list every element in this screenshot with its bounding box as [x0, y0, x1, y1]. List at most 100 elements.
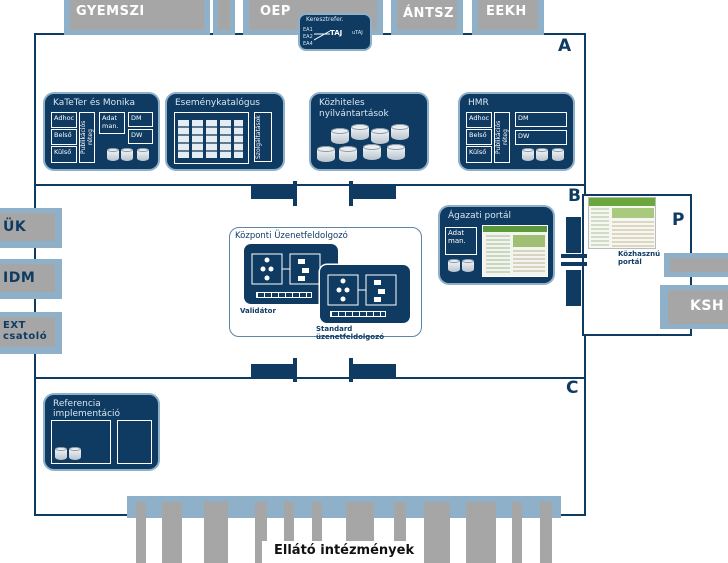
system-eekh-label: EEKH	[486, 4, 527, 19]
oep-arrow-icon	[314, 30, 331, 41]
flow-diagram-icon	[327, 274, 397, 306]
module-kozhiteles-title: Közhiteles nyilvántartások	[319, 98, 389, 119]
catalog-column-icon	[220, 120, 231, 158]
database-icon	[55, 447, 67, 460]
ellato-label-bg	[262, 541, 422, 563]
module-agazati: Ágazati portál Adat man.	[440, 207, 553, 283]
oep-row-ea2: EA2	[303, 34, 313, 40]
module-kozponti: Központi Üzenetfeldolgozó Validátor Stan…	[229, 227, 422, 341]
connector-bp-mid2	[561, 262, 587, 266]
hmr-publikacios: Publikációs réteg	[494, 112, 510, 163]
hmr-dm: DM	[515, 112, 567, 127]
connector-ab-right-post	[349, 181, 353, 206]
database-icon	[331, 128, 349, 144]
oep-panel-center: TAJ	[330, 29, 343, 37]
database-icon	[448, 259, 460, 272]
hmr-adhoc: Adhoc	[466, 112, 492, 128]
ellato-tab	[424, 502, 450, 563]
ellato-tab	[512, 502, 522, 563]
module-esemenykatalogus: Eseménykatalógus Szolgáltatások	[167, 94, 283, 169]
connector-ab-right	[352, 186, 396, 199]
system-ksh-label: KSH	[690, 298, 725, 314]
connector-bc-right	[352, 364, 396, 377]
standard-label: Standard üzenetfeldolgozó	[316, 325, 384, 341]
database-icon	[522, 148, 534, 161]
standard-queue	[330, 311, 386, 317]
connector-bc-left-post	[293, 358, 297, 382]
system-ext-label: EXT csatoló	[3, 320, 48, 342]
catalog-column-icon	[234, 120, 243, 158]
system-antsz-label: ÁNTSZ	[403, 6, 455, 21]
kateter-dm: DM	[128, 112, 153, 127]
ellato-label: Ellátó intézmények	[274, 543, 415, 558]
kateter-adhoc: Adhoc	[51, 112, 77, 128]
zone-label-c: C	[566, 378, 579, 398]
database-icon	[391, 124, 409, 140]
database-icon	[552, 148, 564, 161]
agazati-adatman: Adat man.	[445, 227, 477, 255]
module-esemenykatalogus-title: Eseménykatalógus	[175, 98, 260, 108]
module-referencia: Referencia implementáció	[45, 395, 158, 469]
connector-ab-left	[251, 186, 295, 199]
kateter-dw: DW	[128, 129, 153, 144]
standard-box	[320, 265, 410, 323]
database-icon	[107, 148, 119, 161]
oep-row-ea4: EA4	[303, 41, 313, 47]
database-icon	[387, 144, 405, 160]
connector-bp-lower	[566, 270, 581, 306]
ellato-tab	[204, 502, 228, 563]
kateter-publikacios: Publikációs réteg	[79, 112, 95, 163]
database-icon	[121, 148, 133, 161]
hmr-kulso: Külső	[466, 146, 492, 163]
kateter-kulso: Külső	[51, 146, 77, 163]
module-kateter: KaTeTer és Monika Adhoc Belső Külső Publ…	[45, 94, 158, 169]
zone-label-p: P	[672, 210, 685, 230]
zone-label-b: B	[568, 186, 581, 206]
module-kozhiteles: Közhiteles nyilvántartások	[311, 94, 427, 169]
oep-panel-right: uTAJ	[352, 30, 363, 36]
module-kateter-title: KaTeTer és Monika	[53, 98, 135, 108]
connector-bp-mid	[561, 254, 587, 258]
hmr-belso: Belső	[466, 129, 492, 145]
system-oep-label: OEP	[260, 4, 291, 19]
kateter-belso: Belső	[51, 129, 77, 145]
module-hmr: HMR Adhoc Belső Külső Publikációs réteg …	[460, 94, 573, 169]
hmr-dw: DW	[515, 130, 567, 145]
ellato-tab	[540, 502, 552, 563]
referencia-box-right	[117, 420, 152, 464]
database-icon	[339, 146, 357, 162]
validator-label: Validátor	[240, 307, 276, 315]
catalog-column-icon	[206, 120, 217, 158]
connector-bp-upper	[566, 217, 581, 253]
connector-ab-left-post	[293, 181, 297, 206]
catalog-frame	[174, 112, 249, 164]
oep-row-ea1: EA1	[303, 27, 313, 33]
module-hmr-title: HMR	[468, 98, 489, 108]
system-gyemszi-label: GYEMSZI	[76, 4, 145, 19]
catalog-column-icon	[192, 120, 203, 158]
database-icon	[351, 124, 369, 140]
kateter-adatman: Adat man.	[99, 112, 125, 134]
system-uk-label: ÜK	[3, 219, 27, 235]
ellato-tab	[284, 502, 294, 563]
module-kozponti-title: Központi Üzenetfeldolgozó	[235, 231, 348, 241]
database-icon	[462, 259, 474, 272]
kozhasznu-portal-screenshot	[588, 197, 656, 249]
kozhasznu-label: Közhasznú portál	[618, 250, 661, 266]
ellato-tab	[162, 502, 182, 563]
ellato-tab	[136, 502, 146, 563]
validator-queue	[256, 292, 312, 298]
catalog-column-icon	[178, 120, 189, 158]
system-idm-label: IDM	[3, 270, 36, 286]
connector-bc-right-post	[349, 358, 353, 382]
database-icon	[363, 144, 381, 160]
oep-panel-title: Keresztrefer.	[306, 16, 344, 23]
connector-bc-left	[251, 364, 295, 377]
module-agazati-title: Ágazati portál	[448, 211, 511, 221]
database-icon	[371, 128, 389, 144]
ellato-tab	[466, 502, 496, 563]
database-icon	[317, 146, 335, 162]
database-icon	[536, 148, 548, 161]
database-icon	[137, 148, 149, 161]
esemeny-szolgaltatasok: Szolgáltatások	[254, 112, 272, 162]
